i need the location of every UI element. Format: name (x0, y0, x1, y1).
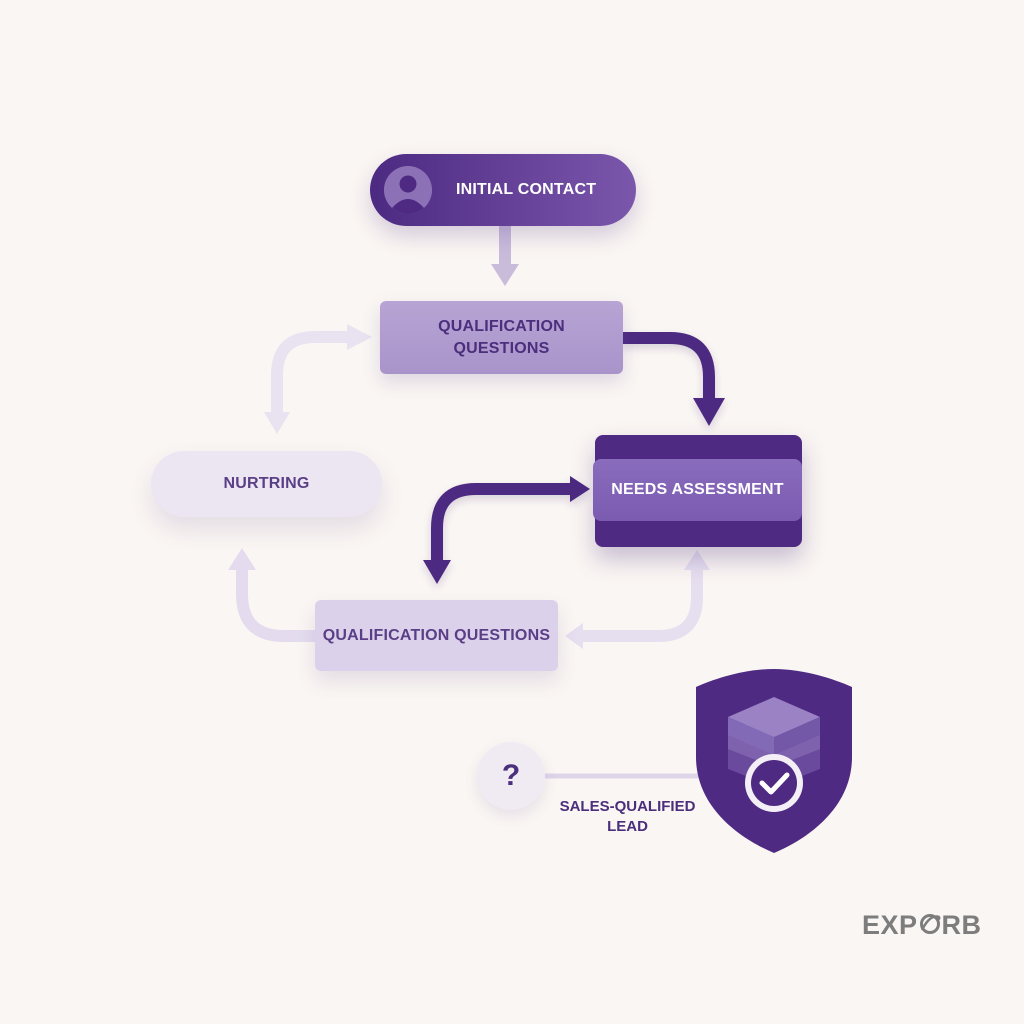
node-needs-assessment: NEEDS ASSESSMENT (593, 459, 802, 521)
node-initial-contact-label: INITIAL CONTACT (456, 181, 597, 199)
arrow-needs-to-qualification-return (565, 550, 710, 649)
question-icon: ? (477, 742, 545, 810)
arrow-qualification-to-nurturing (228, 548, 315, 642)
logo-orb-icon (918, 910, 942, 941)
brand-text-before: EXP (862, 910, 918, 940)
arrow-nurturing-loop-top (264, 324, 372, 434)
node-initial-contact: INITIAL CONTACT (370, 154, 636, 226)
brand-logo: EXP RB (862, 910, 982, 941)
node-qualification-questions-bottom: QUALIFICATION QUESTIONS (315, 600, 558, 671)
shield-check-icon (696, 669, 852, 853)
node-qualification-bottom-label: QUALIFICATION QUESTIONS (322, 626, 551, 644)
sales-qualified-lead-label: SALES-QUALIFIED LEAD (545, 797, 710, 838)
user-avatar-icon (384, 166, 432, 214)
arrow-initial-to-qualification (491, 226, 519, 286)
question-mark: ? (501, 759, 521, 792)
outcome-label-text: SALES-QUALIFIED LEAD (559, 798, 696, 836)
node-nurturing: NURTRING (151, 451, 382, 517)
arrow-qualification-to-needs (623, 332, 725, 426)
node-qualification-top-label: QUALIFICATION QUESTIONS (438, 317, 565, 357)
arrow-needs-qualification-bidirectional (423, 476, 590, 584)
brand-text-after: RB (941, 910, 982, 940)
node-qualification-questions-top: QUALIFICATION QUESTIONS (380, 301, 623, 374)
node-nurturing-label: NURTRING (223, 475, 310, 493)
node-needs-assessment-label: NEEDS ASSESSMENT (611, 481, 784, 499)
